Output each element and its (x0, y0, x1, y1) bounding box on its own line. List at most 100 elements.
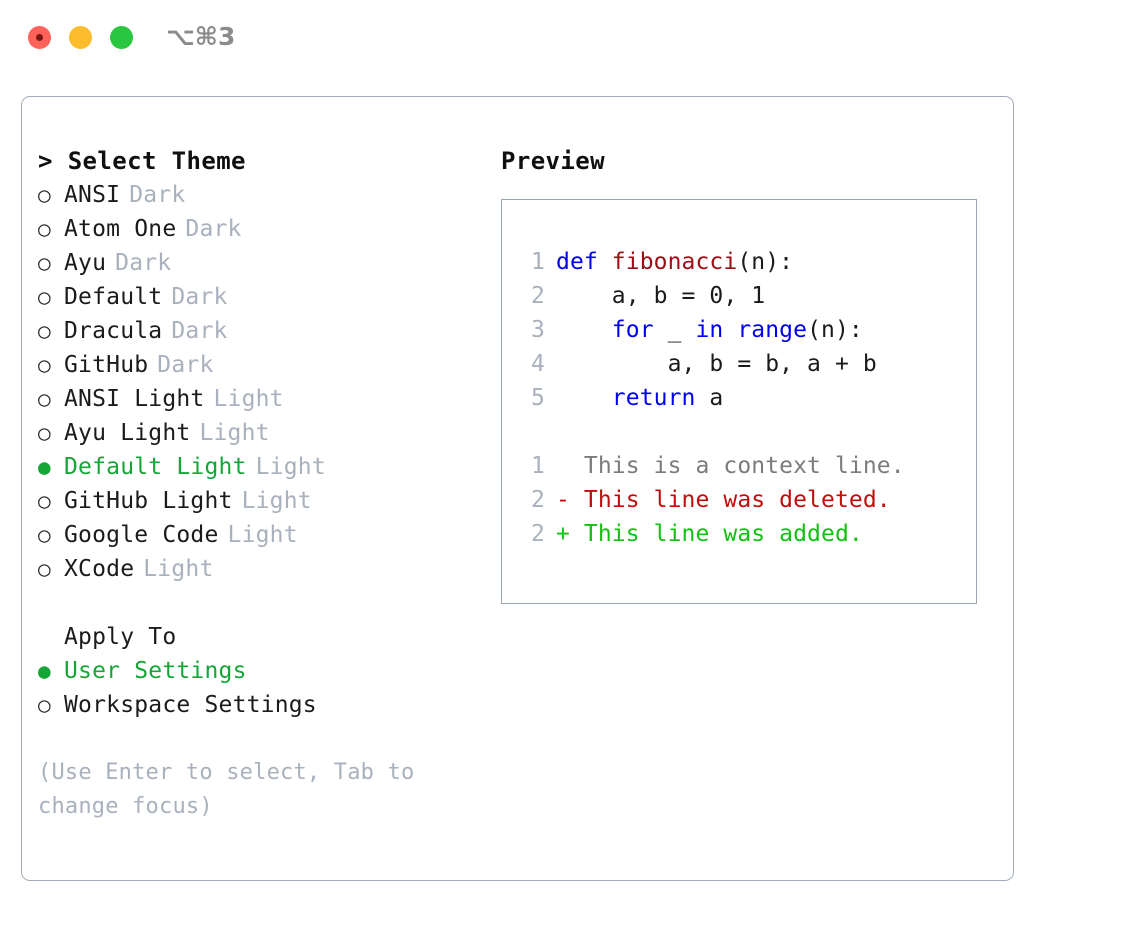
title-bar: ⌥⌘3 (0, 0, 1140, 76)
theme-variant-tag: Dark (171, 284, 228, 310)
theme-option-label: Default Light (64, 454, 247, 480)
code-token-plain: (n): (737, 249, 794, 275)
code-line-number: 5 (531, 385, 545, 411)
diff-line-ctx: 1 This is a context line. (517, 449, 970, 483)
code-token-kw: range (737, 317, 808, 343)
code-token-plain (556, 317, 612, 343)
code-line-number: 2 (531, 283, 545, 309)
code-token-plain: a, b = 0, 1 (556, 283, 766, 309)
code-line: 3 for _ in range(n): (517, 313, 970, 347)
diff-line-text: + This line was added. (556, 521, 863, 547)
theme-variant-tag: Dark (115, 250, 172, 276)
apply-to-option-0[interactable]: ● User Settings (38, 654, 488, 688)
apply-to-option-label: User Settings (64, 658, 247, 684)
minimize-window-button[interactable] (69, 26, 92, 49)
diff-lines: 1 This is a context line.2- This line wa… (517, 449, 970, 551)
code-token-fn: fibonacci (611, 249, 738, 275)
theme-option-0[interactable]: ○ ANSI Dark (38, 178, 488, 212)
theme-variant-tag: Light (227, 522, 298, 548)
theme-variant-tag: Dark (171, 318, 228, 344)
window-title-shortcut: ⌥⌘3 (166, 22, 236, 51)
radio-unselected-icon: ○ (38, 421, 51, 445)
code-token-plain: (n): (807, 317, 863, 343)
code-line: 5 return a (517, 381, 970, 415)
theme-option-label: XCode (64, 556, 135, 582)
theme-option-label: Dracula (64, 318, 163, 344)
keyboard-hint-text: (Use Enter to select, Tab to change focu… (38, 760, 415, 819)
theme-variant-tag: Dark (185, 216, 242, 242)
theme-option-5[interactable]: ○ GitHub Dark (38, 348, 488, 382)
theme-option-label: GitHub Light (64, 488, 233, 514)
diff-line-number: 1 (531, 453, 545, 479)
diff-line-add: 2 + This line was added. (517, 517, 970, 551)
code-token-plain: _ (653, 317, 696, 343)
radio-unselected-icon: ○ (38, 353, 51, 377)
list-spacer (38, 586, 488, 620)
radio-unselected-icon: ○ (38, 387, 51, 411)
radio-unselected-icon: ○ (38, 523, 51, 547)
radio-unselected-icon: ○ (38, 319, 51, 343)
preview-header: Preview (501, 147, 605, 175)
code-token-kw: def (556, 249, 612, 275)
theme-option-label: GitHub (64, 352, 149, 378)
radio-unselected-icon: ○ (38, 217, 51, 241)
code-token-plain: a, b = b, a + b (556, 351, 877, 377)
theme-variant-tag: Dark (157, 352, 214, 378)
code-line-number: 3 (531, 317, 545, 343)
theme-variant-tag: Light (143, 556, 214, 582)
code-line-text: return a (556, 381, 723, 415)
apply-to-list: ● User Settings ○ Workspace Settings (38, 654, 488, 722)
diff-line-text: This is a context line. (556, 453, 905, 479)
diff-line-number: 2 (531, 521, 545, 547)
diff-line-number: 2 (531, 487, 545, 513)
radio-unselected-icon: ○ (38, 183, 51, 207)
theme-option-4[interactable]: ○ Dracula Dark (38, 314, 488, 348)
theme-option-6[interactable]: ○ ANSI Light Light (38, 382, 488, 416)
theme-variant-tag: Light (213, 386, 284, 412)
code-line-number: 1 (531, 249, 545, 275)
theme-option-label: Google Code (64, 522, 219, 548)
code-line-text: for _ in range(n): (556, 313, 863, 347)
theme-option-label: Atom One (64, 216, 177, 242)
code-line: 4 a, b = b, a + b (517, 347, 970, 381)
code-line-number: 4 (531, 351, 545, 377)
theme-option-10[interactable]: ○ Google Code Light (38, 518, 488, 552)
close-window-button[interactable] (28, 26, 51, 49)
code-token-kw: for (611, 317, 654, 343)
theme-list-header: > Select Theme (38, 147, 246, 175)
traffic-light-buttons (28, 26, 133, 49)
radio-selected-icon: ● (38, 659, 51, 683)
theme-option-1[interactable]: ○ Atom One Dark (38, 212, 488, 246)
theme-option-2[interactable]: ○ Ayu Dark (38, 246, 488, 280)
code-token-plain (556, 385, 612, 411)
radio-unselected-icon: ○ (38, 285, 51, 309)
theme-variant-tag: Dark (129, 182, 186, 208)
code-line: 1 def fibonacci(n): (517, 245, 970, 279)
apply-to-option-label: Workspace Settings (64, 692, 317, 718)
code-diff-gap (517, 415, 970, 449)
theme-option-label: Ayu (64, 250, 107, 276)
code-token-plain: a (695, 385, 724, 411)
radio-unselected-icon: ○ (38, 251, 51, 275)
radio-selected-icon: ● (38, 455, 51, 479)
apply-to-option-1[interactable]: ○ Workspace Settings (38, 688, 488, 722)
radio-unselected-icon: ○ (38, 693, 51, 717)
maximize-window-button[interactable] (110, 26, 133, 49)
code-line-text: def fibonacci(n): (556, 245, 793, 279)
theme-option-label: ANSI (64, 182, 121, 208)
theme-option-label: ANSI Light (64, 386, 205, 412)
theme-variant-tag: Light (241, 488, 312, 514)
diff-line-del: 2- This line was deleted. (517, 483, 970, 517)
